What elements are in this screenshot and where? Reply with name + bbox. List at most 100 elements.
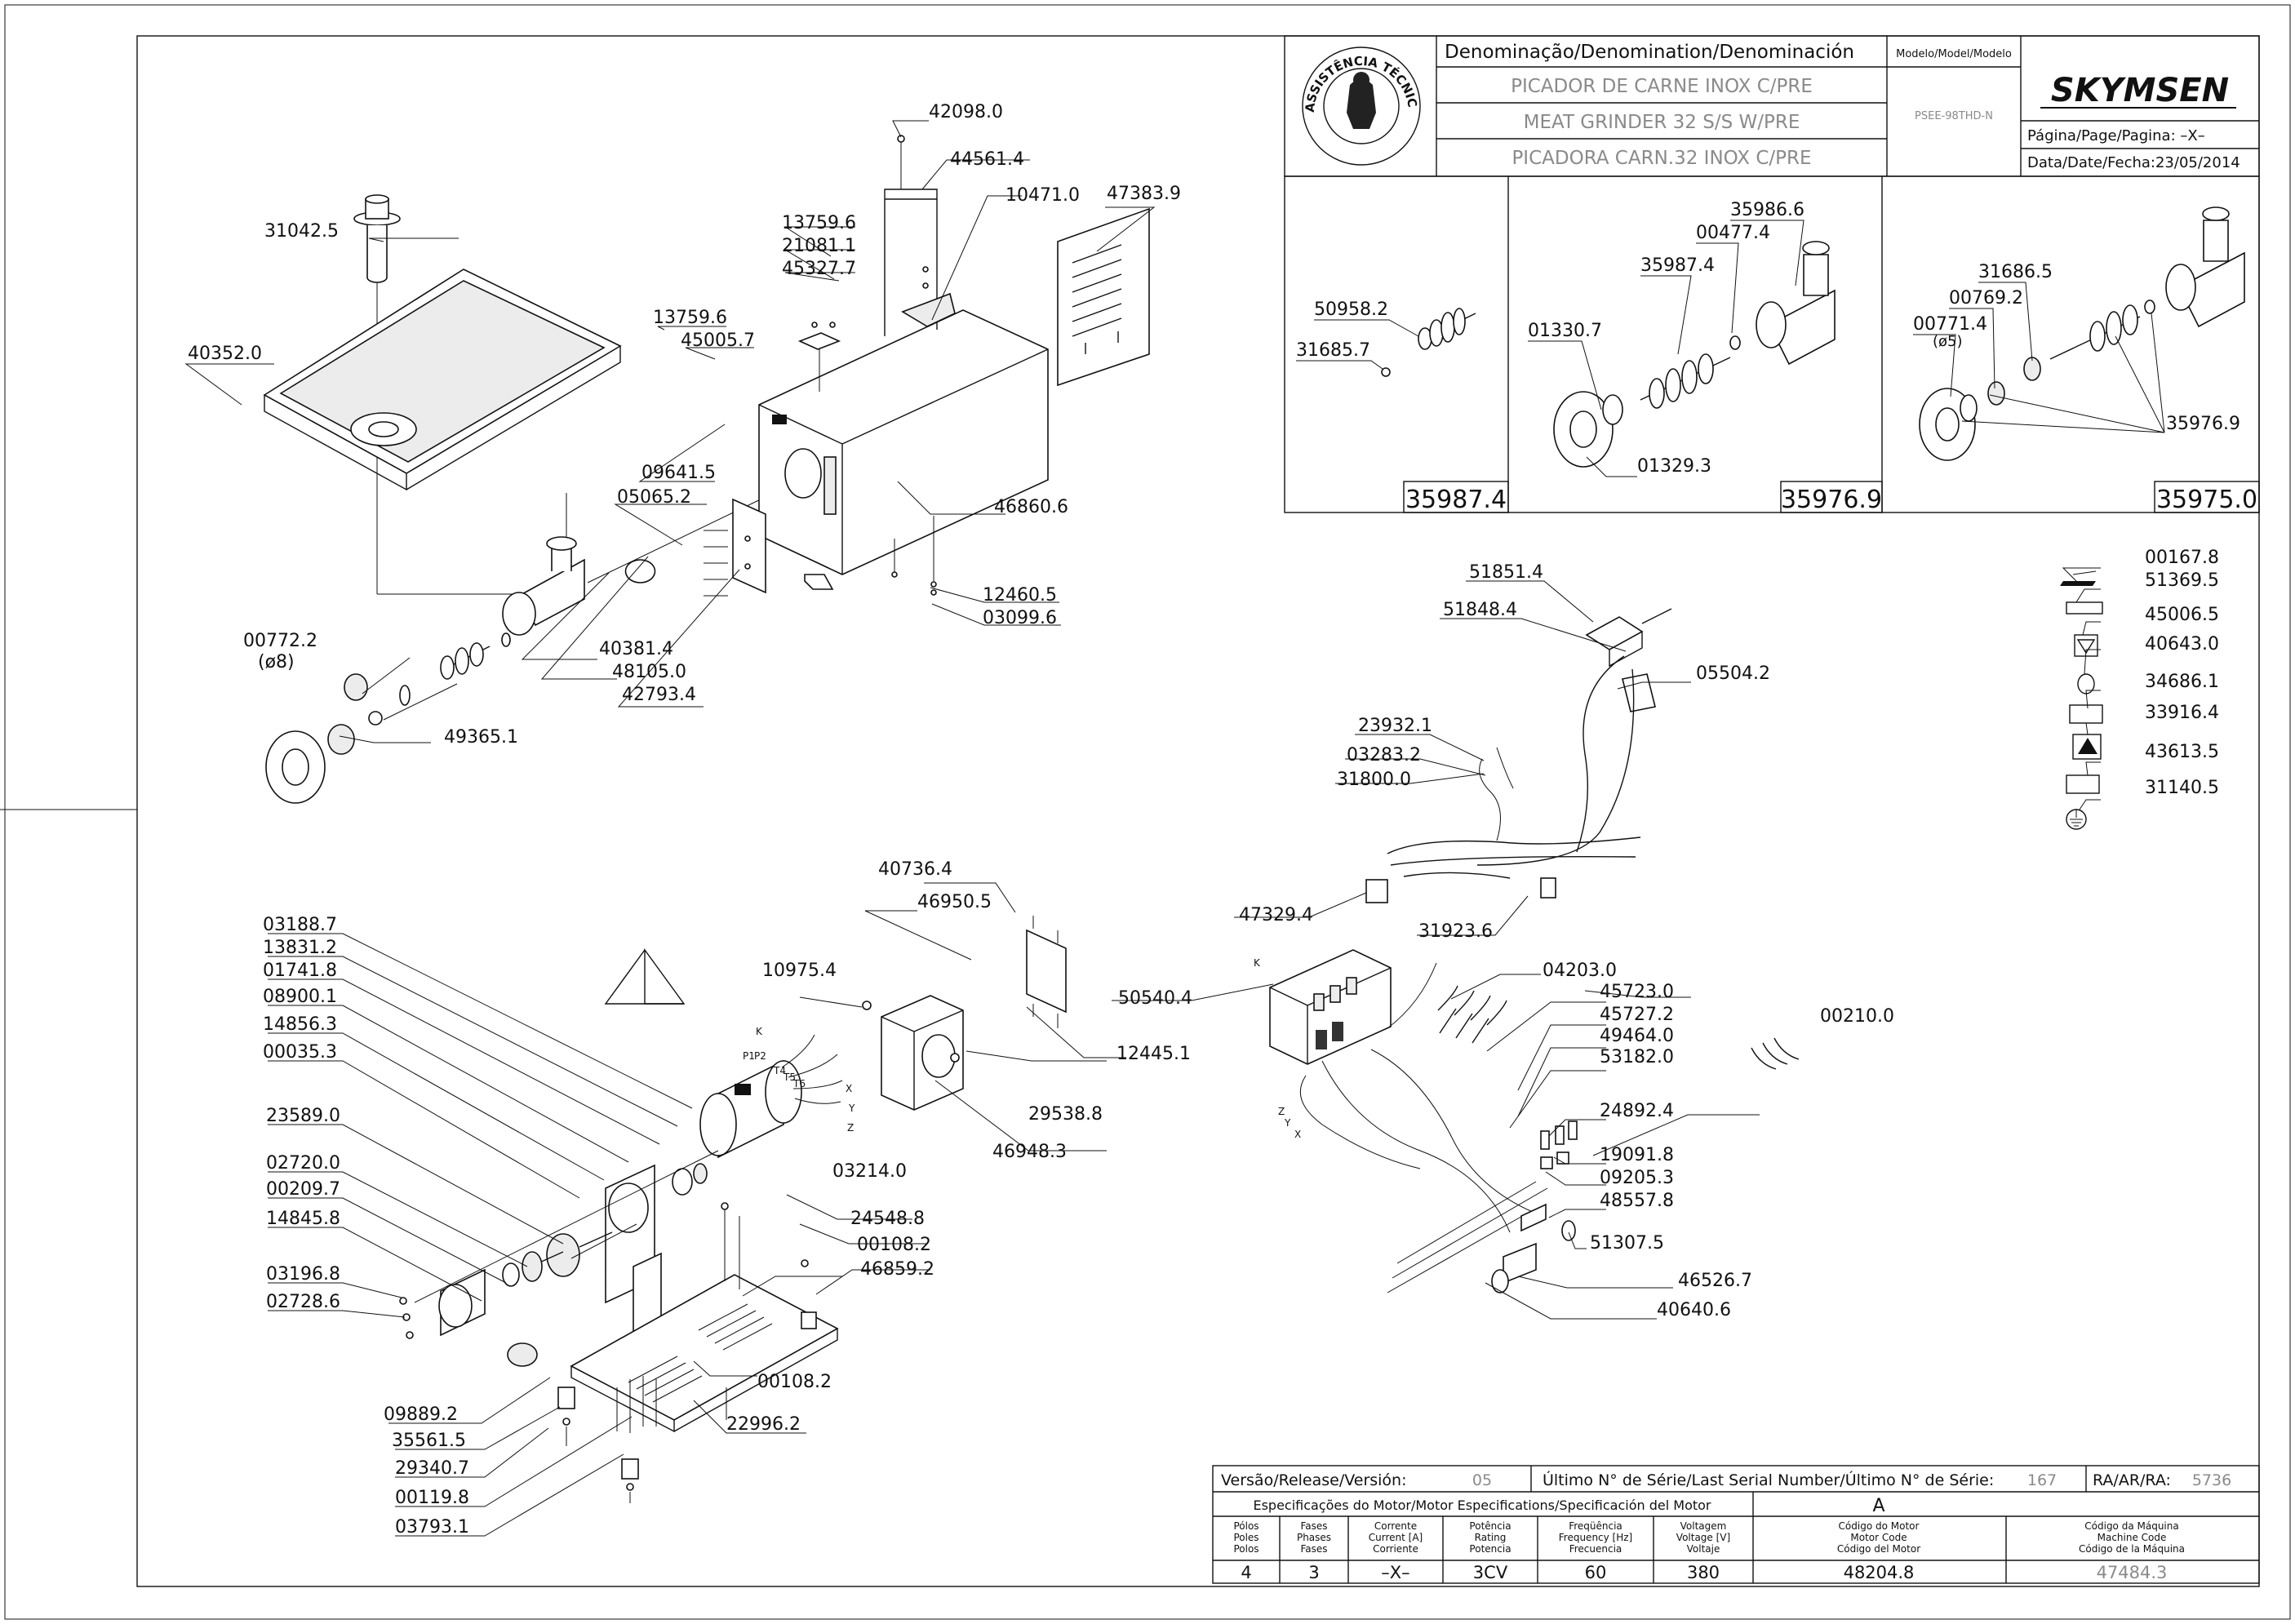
version-label: Versão/Release/Versión: — [1221, 1471, 1407, 1489]
callout-00769-2: 00769.2 — [1949, 288, 2023, 308]
callout-40736-4: 40736.4 — [878, 859, 952, 880]
machine-code-value: 47484.3 — [2097, 1563, 2168, 1582]
svg-text:Z: Z — [1278, 1106, 1285, 1117]
callout-45327-7: 45327.7 — [782, 259, 856, 279]
callout-51307-5: 51307.5 — [1590, 1233, 1664, 1253]
callout-24548-8: 24548.8 — [850, 1209, 925, 1229]
worm-screw-drawing — [1381, 308, 1476, 377]
callout-00209-7: 00209.7 — [266, 1179, 340, 1200]
rubber-feet — [557, 1311, 817, 1503]
callout-35987-4-box2: 35987.4 — [1640, 255, 1715, 276]
version-value: 05 — [1472, 1471, 1492, 1489]
svg-text:Código do Motor: Código do Motor — [1839, 1520, 1920, 1532]
fan-cover — [862, 995, 964, 1111]
svg-text:Código del Motor: Código del Motor — [1837, 1543, 1920, 1555]
callout-03188-7: 03188.7 — [263, 915, 337, 935]
callout-05065-2: 05065.2 — [617, 487, 691, 508]
sticker-icons — [2060, 570, 2103, 830]
callout-00210-0: 00210.0 — [1820, 1006, 1894, 1027]
ground-icon — [2066, 809, 2087, 830]
ra-value: 5736 — [2192, 1471, 2231, 1489]
callouts-electrical: 51851.4 51848.4 05504.2 23932.1 03283.2 … — [1118, 562, 1894, 1320]
skymsen-logo-sticker-icon — [2060, 570, 2097, 586]
svg-text:Pólos: Pólos — [1233, 1520, 1258, 1532]
seal-text: ASSISTÊNCIA TÉCNICA AUTORIZADA — [0, 0, 1420, 113]
callout-50540-4: 50540.4 — [1118, 988, 1192, 1009]
voltage-value: 380 — [1687, 1563, 1720, 1582]
callout-35561-5: 35561.5 — [392, 1431, 466, 1451]
svg-text:T6: T6 — [792, 1078, 806, 1089]
name-en: MEAT GRINDER 32 S/S W/PRE — [1524, 112, 1800, 133]
svg-text:K: K — [1254, 957, 1261, 969]
plate-label-icon — [2066, 601, 2103, 615]
callout-03793-1: 03793.1 — [395, 1517, 469, 1537]
callout-00119-8: 00119.8 — [395, 1488, 469, 1508]
motor-spec-title: Especificações do Motor/Motor Especifica… — [1253, 1498, 1711, 1513]
callouts-grinder-top: 42098.0 44561.4 10471.0 47383.9 13759.6 … — [188, 102, 1181, 748]
callout-29538-8: 29538.8 — [1028, 1104, 1103, 1125]
wire-jumpers — [1437, 985, 1800, 1070]
hazard-label-icon — [2072, 734, 2102, 760]
svg-text:Corriente: Corriente — [1373, 1543, 1418, 1555]
current-value: –X– — [1381, 1563, 1409, 1582]
callout-48557-8: 48557.8 — [1600, 1191, 1674, 1211]
svg-text:Z: Z — [847, 1122, 854, 1134]
model-header: Modelo/Model/Modelo — [1896, 48, 2012, 60]
motor-and-base-group — [399, 916, 1067, 1503]
callout-51369-5: 51369.5 — [2145, 570, 2219, 591]
callout-02720-0: 02720.0 — [266, 1153, 340, 1174]
model-value: PSEE-98THD-N — [1915, 110, 1993, 122]
svg-text:Potência: Potência — [1469, 1520, 1511, 1532]
callout-46859-2: 46859.2 — [860, 1259, 934, 1280]
callout-34686-1: 34686.1 — [2145, 672, 2219, 692]
callout-42098-0: 42098.0 — [929, 102, 1003, 122]
callout-00167-8: 00167.8 — [2145, 548, 2219, 568]
phases-value: 3 — [1308, 1563, 1319, 1582]
machine-housing — [758, 309, 1049, 575]
callout-51848-4: 51848.4 — [1443, 600, 1517, 620]
callout-48105-0: 48105.0 — [612, 662, 686, 682]
drawing-frame — [136, 35, 2260, 1587]
svg-text:Voltage [V]: Voltage [V] — [1676, 1532, 1730, 1543]
callout-14845-8: 14845.8 — [266, 1209, 340, 1229]
handle-bracket — [884, 135, 956, 336]
callout-09889-2: 09889.2 — [384, 1404, 458, 1425]
gearbox-support — [399, 1163, 708, 1367]
tray-and-grinder-group — [263, 135, 1150, 804]
svg-text:K: K — [756, 1026, 763, 1037]
svg-text:Y: Y — [1284, 1117, 1291, 1129]
svg-text:X: X — [1294, 1129, 1301, 1140]
callout-12445-1: 12445.1 — [1116, 1044, 1191, 1064]
blank-label-icon — [2066, 774, 2100, 794]
authorized-assistance-seal: ASSISTÊNCIA TÉCNICA AUTORIZADA — [0, 0, 1421, 166]
callout-50958-2: 50958.2 — [1314, 300, 1388, 320]
callout-00477-4: 00477.4 — [1696, 223, 1770, 243]
cable-tag — [1622, 673, 1656, 712]
callout-31042-5: 31042.5 — [264, 221, 339, 242]
callout-44561-4: 44561.4 — [950, 149, 1024, 170]
spec-column-headers: Pólos Poles Polos Fases Phases Fases Cor… — [1233, 1520, 2185, 1555]
grinder-body — [502, 536, 585, 636]
svg-text:Rating: Rating — [1475, 1532, 1507, 1543]
callout-21081-1: 21081.1 — [782, 236, 856, 256]
callout-22996-2: 22996.2 — [726, 1414, 801, 1435]
callout-31686-5: 31686.5 — [1978, 262, 2053, 282]
svg-text:T4: T4 — [773, 1065, 786, 1076]
spec-values: 4 3 –X– 3CV 60 380 48204.8 47484.3 — [1241, 1563, 2167, 1582]
svg-text:Poles: Poles — [1233, 1532, 1258, 1543]
svg-text:Current [A]: Current [A] — [1369, 1532, 1423, 1543]
svg-text:Motor Code: Motor Code — [1850, 1532, 1907, 1543]
callout-01329-3: 01329.3 — [1637, 456, 1711, 477]
callout-12460-5: 12460.5 — [983, 585, 1057, 606]
svg-text:Phases: Phases — [1297, 1532, 1331, 1543]
detail-box-2-id: 35976.9 — [1781, 486, 1882, 514]
callout-31923-6: 31923.6 — [1418, 921, 1493, 942]
callout-03099-6: 03099.6 — [983, 608, 1057, 628]
callout-40643-0: 40643.0 — [2145, 634, 2219, 654]
callout-13759-6: 13759.6 — [782, 213, 856, 233]
callout-49464-0: 49464.0 — [1600, 1026, 1674, 1046]
date-label: Data/Date/Fecha:23/05/2014 — [2027, 154, 2240, 171]
callout-00035-3: 00035.3 — [263, 1042, 337, 1063]
detail-boxes: 35987.4 35976.9 35975.0 50958.2 31685.7 — [1284, 175, 2260, 514]
serial-value: 167 — [2027, 1471, 2057, 1489]
